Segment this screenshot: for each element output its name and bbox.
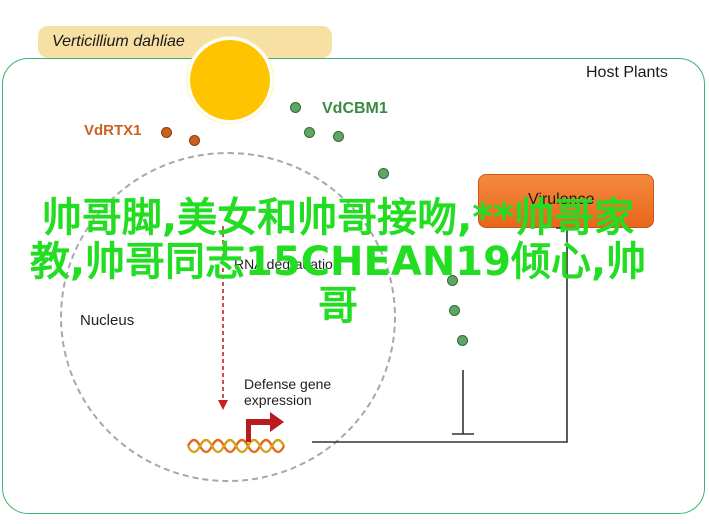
host-plant-frame: [2, 58, 705, 514]
vdcbm1-effector-dot: [457, 335, 468, 346]
vdrtx1-label: VdRTX1: [84, 122, 142, 139]
vdrtx1-effector-dot: [189, 135, 200, 146]
vdcbm1-effector-dot: [304, 127, 315, 138]
vdcbm1-label: VdCBM1: [322, 100, 388, 117]
pathogen-banner: [38, 26, 332, 58]
defense-gene-label: Defense gene expression: [244, 376, 331, 408]
watermark-overlay-text: 帅哥脚,美女和帅哥接吻,**帅哥家教,帅哥同志15CHEAN19倾心,帅哥: [29, 195, 647, 329]
vdrtx1-effector-dot: [161, 127, 172, 138]
defense-line-1: Defense gene: [244, 376, 332, 392]
vdcbm1-effector-dot: [449, 305, 460, 316]
vdcbm1-effector-dot: [333, 131, 344, 142]
vdcbm1-effector-dot: [447, 275, 458, 286]
vdcbm1-effector-dot: [290, 102, 301, 113]
vdcbm1-effector-dot: [378, 168, 389, 179]
host-plants-label: Host Plants: [586, 64, 668, 81]
dna-helix-icon: [186, 438, 286, 454]
virulence-label: Virulence: [528, 191, 595, 208]
nucleus-boundary: [60, 152, 396, 482]
rna-degradation-label: RNA degradation: [234, 256, 341, 272]
virulence-box: [478, 174, 654, 228]
defense-to-virulence-line: [312, 228, 568, 443]
nucleus-label: Nucleus: [80, 312, 135, 329]
defense-line-2: expression: [244, 392, 312, 408]
fungal-spore: [190, 40, 270, 120]
pathogen-name: Verticillium dahliae: [52, 33, 185, 50]
red-arrowhead: [218, 400, 228, 410]
transcription-start-arrow: [246, 412, 284, 442]
